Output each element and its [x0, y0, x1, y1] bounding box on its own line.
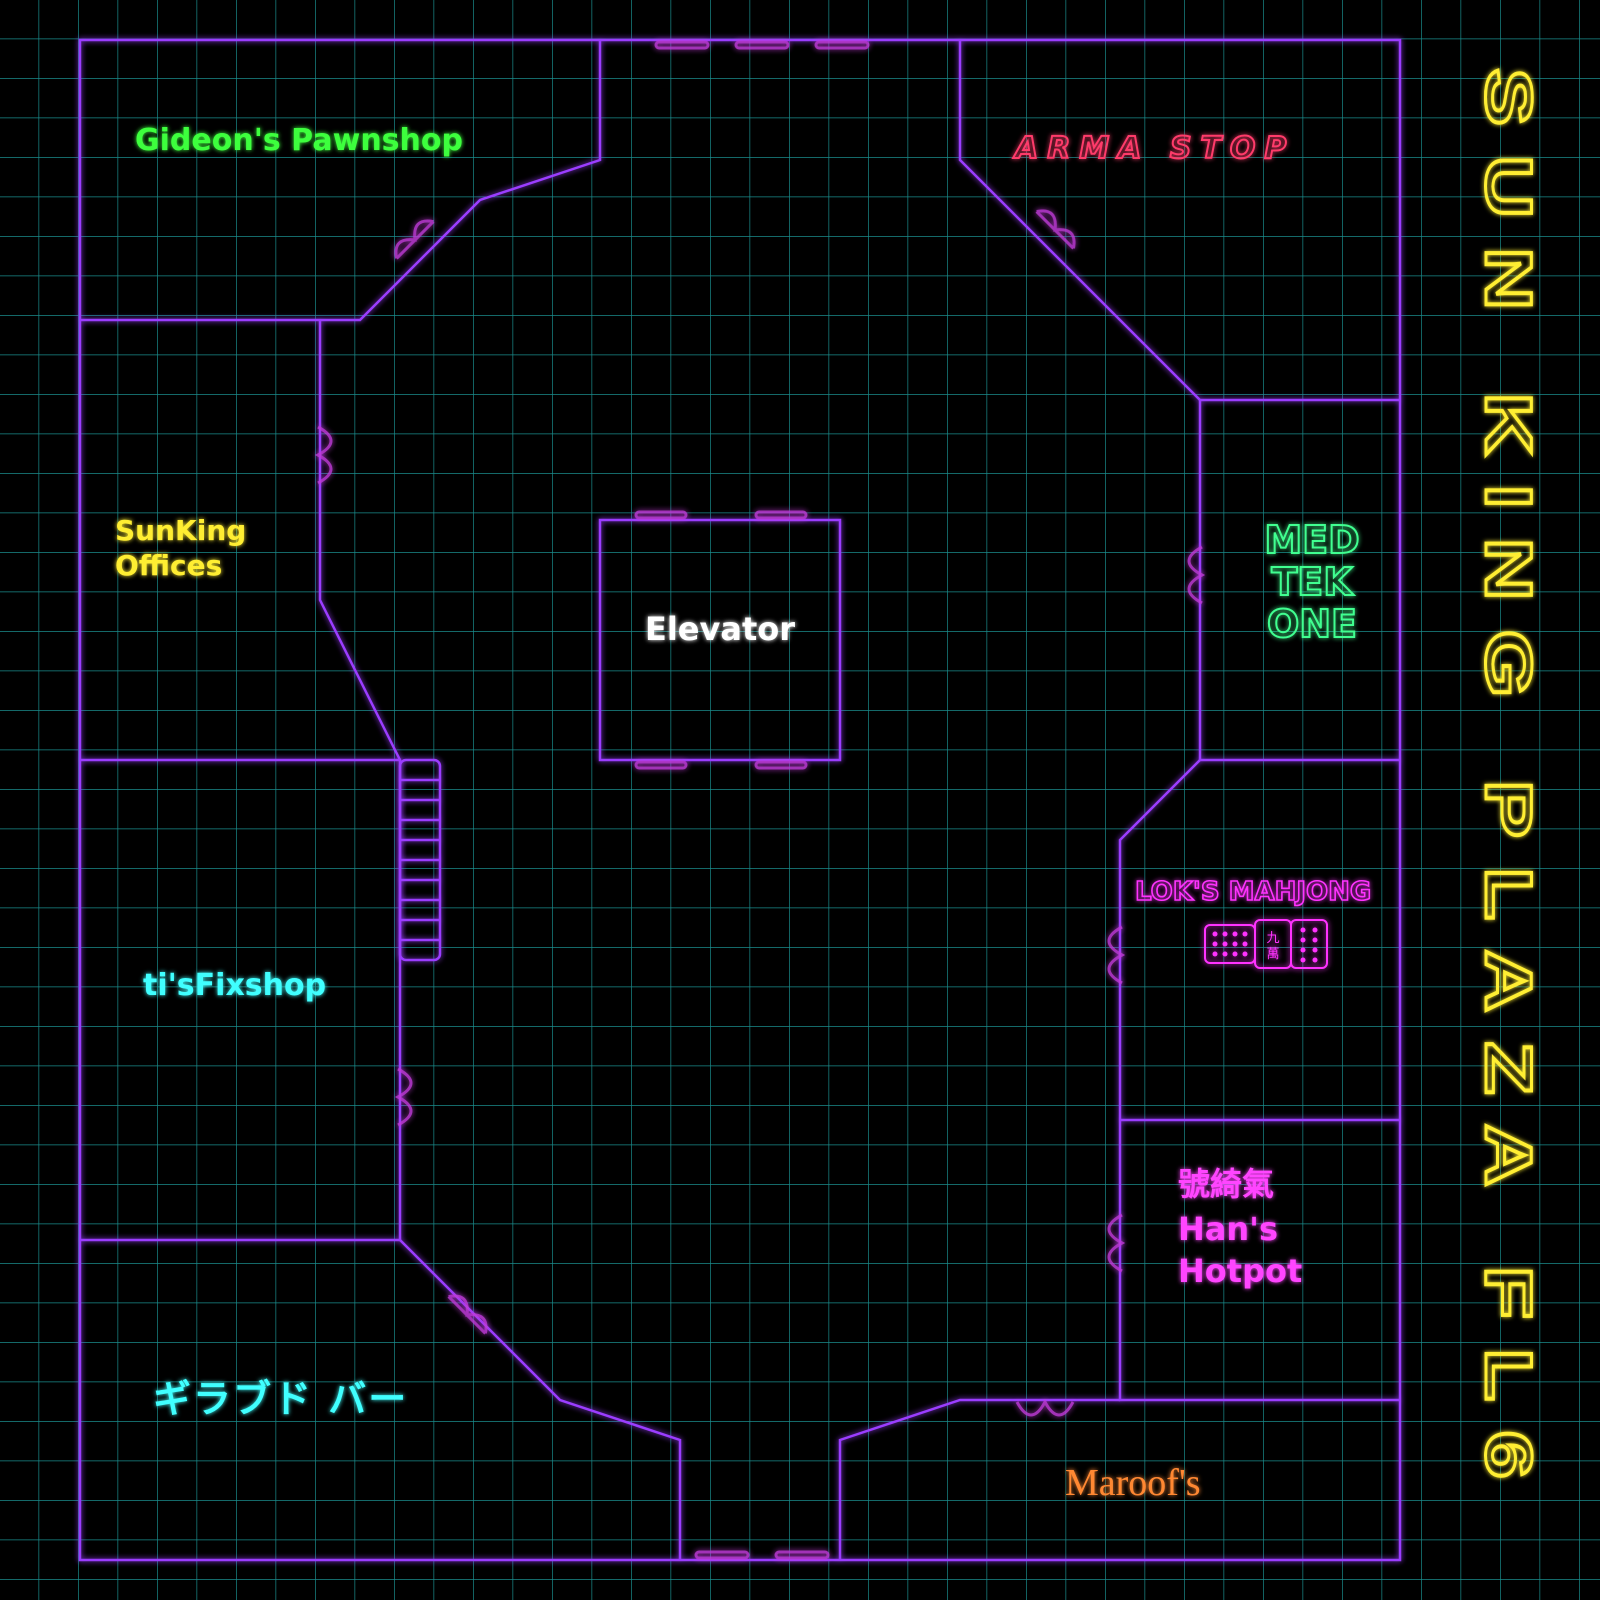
mahjong-tile-glyph: 九萬	[1266, 931, 1279, 962]
door-icon	[754, 510, 808, 520]
door-icon	[1107, 1213, 1126, 1273]
door-icon	[694, 1550, 750, 1560]
door-icon	[1187, 545, 1206, 605]
door-icon	[1035, 209, 1076, 250]
label-sunking-offices-2: Offices	[115, 549, 222, 582]
label-sunking-offices-1: SunKing	[115, 514, 246, 547]
door-icon	[394, 219, 435, 260]
label-fixshop: ti'sFixshop	[143, 968, 326, 1003]
stairs-icon	[398, 758, 442, 962]
door-icon	[654, 40, 710, 50]
door-icon	[1107, 925, 1126, 985]
door-icon	[774, 1550, 830, 1560]
label-medtek-2: TEK	[1271, 560, 1354, 604]
label-medtek-3: ONE	[1267, 602, 1357, 646]
door-icon	[447, 1294, 488, 1335]
door-icon	[734, 40, 790, 50]
mahjong-tile-icon	[1290, 919, 1328, 969]
map-title: SUN KING PLAZA FL6	[1472, 68, 1546, 1508]
label-hans-2: Hotpot	[1178, 1252, 1302, 1290]
label-maroofs: Maroof's	[1065, 1462, 1201, 1504]
label-elevator: Elevator	[645, 610, 795, 648]
mahjong-tiles: 九萬	[1204, 919, 1328, 969]
label-gideons-pawnshop: Gideon's Pawnshop	[135, 123, 463, 158]
label-hans-chinese: 號綺氣	[1178, 1165, 1274, 1203]
door-icon	[754, 760, 808, 770]
door-icon	[394, 1067, 413, 1127]
door-markers	[314, 40, 1206, 1560]
label-hans-1: Han's	[1178, 1210, 1278, 1248]
door-icon	[634, 760, 688, 770]
label-medtek-1: MED	[1264, 518, 1359, 562]
label-loks-mahjong: LOK'S MAHJONG	[1135, 877, 1371, 907]
elevator-shaft	[598, 518, 842, 762]
door-icon	[1015, 1398, 1075, 1417]
door-icon	[314, 425, 333, 485]
label-bar: ギラブド バー	[153, 1377, 408, 1421]
floor-walls	[78, 38, 1402, 1562]
door-icon	[814, 40, 870, 50]
label-arma-stop: ARMA STOP	[1013, 131, 1295, 166]
door-icon	[634, 510, 688, 520]
